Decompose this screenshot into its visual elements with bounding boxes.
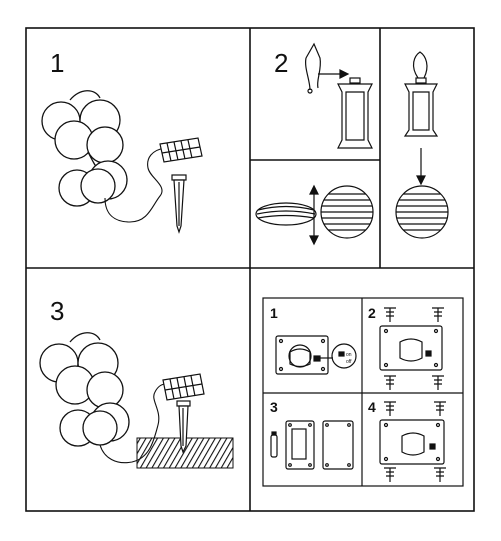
step-number-3: 3 xyxy=(50,296,65,326)
panel-step-2-insert xyxy=(395,51,449,239)
wire-hanger-icon xyxy=(304,42,322,91)
panel-step-2-hanger xyxy=(304,42,373,149)
sub-step-4-screws-close xyxy=(379,401,446,482)
sub-step-3-battery-covers xyxy=(270,420,354,470)
collapsed-lantern-icon xyxy=(255,202,317,226)
expand-arrow-icon xyxy=(309,184,319,246)
light-cable xyxy=(104,147,166,223)
sub-step-number-2: 2 xyxy=(368,305,376,321)
sub-step-1-battery-switch: on off xyxy=(275,335,357,375)
svg-text:on: on xyxy=(346,352,352,358)
solar-panel-icon-2 xyxy=(162,373,205,401)
panel-mounting: on off xyxy=(262,297,464,487)
step-number-2: 2 xyxy=(274,48,289,78)
string-lights-icon-2 xyxy=(39,332,130,447)
light-cable-2 xyxy=(99,383,167,464)
solar-panel-icon xyxy=(159,137,203,163)
step-number-1: 1 xyxy=(50,48,65,78)
ground-stake-icon xyxy=(171,174,187,234)
ground-stake-icon-2 xyxy=(176,400,191,454)
hanger-loop-icon xyxy=(412,51,428,79)
svg-text:off: off xyxy=(346,359,352,365)
sub-step-number-4: 4 xyxy=(368,399,376,415)
panel-step-3 xyxy=(39,332,234,469)
expanded-lantern-icon xyxy=(320,185,374,239)
frame-with-hanger-icon xyxy=(403,77,439,137)
lantern-frame-icon xyxy=(337,77,373,149)
screw-icon-2 xyxy=(384,401,446,482)
panel-step-1 xyxy=(41,90,203,234)
assembled-lantern-icon xyxy=(395,185,449,239)
sub-step-number-3: 3 xyxy=(270,399,278,415)
sub-step-number-1: 1 xyxy=(270,305,278,321)
panel-step-2-expand xyxy=(255,184,374,246)
sub-step-2-screws-open xyxy=(379,307,444,390)
string-lights-icon xyxy=(41,90,128,207)
panel-borders xyxy=(25,27,475,512)
screw-icon xyxy=(384,307,444,390)
